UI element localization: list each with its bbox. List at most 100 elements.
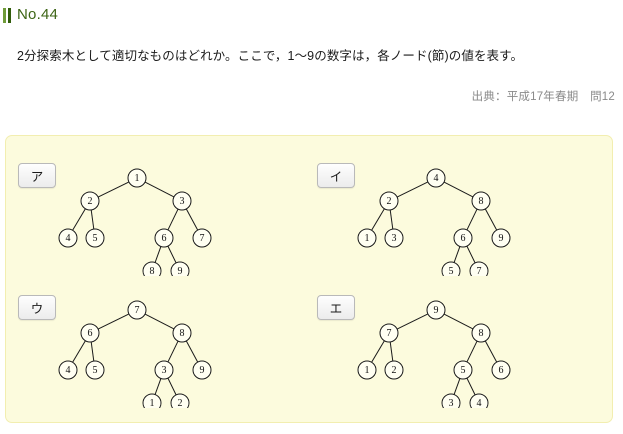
tree-edge (453, 246, 461, 263)
tree-node: 1 (142, 393, 162, 408)
tree-edge (371, 340, 385, 363)
tree-node: 6 (154, 228, 174, 248)
choice-u[interactable]: ウ 7 6 8 4 5 3 9 1 2 (12, 278, 302, 408)
tree-node-value: 5 (93, 233, 98, 244)
tree-edge (144, 181, 175, 198)
tree-node: 1 (357, 360, 377, 380)
tree-node: 3 (441, 393, 461, 408)
tree-node: 7 (469, 261, 489, 276)
tree-edge (167, 340, 179, 363)
tree-edge (443, 313, 474, 330)
tree-node: 2 (80, 191, 100, 211)
tree-node-value: 1 (365, 365, 370, 376)
tree-node: 2 (170, 393, 190, 408)
tree-node: 1 (127, 168, 147, 188)
choice-label-e[interactable]: エ (317, 295, 355, 320)
tree-node-value: 9 (178, 266, 183, 276)
tree-node-value: 7 (387, 328, 392, 339)
tree-node: 3 (384, 228, 404, 248)
tree-edge (97, 313, 130, 330)
tree-edge (466, 377, 476, 396)
tree-node-value: 5 (93, 365, 98, 376)
tree-edge (466, 340, 478, 363)
source-citation: 出典：平成17年春期 問12 (471, 91, 615, 103)
tree-edge (90, 341, 95, 362)
binary-tree-diagram-e: 9 7 8 1 2 5 6 3 4 (357, 300, 511, 408)
tree-node: 2 (384, 360, 404, 380)
tree-node: 4 (426, 168, 446, 188)
tree-node-value: 8 (150, 266, 155, 276)
tree-node: 9 (170, 261, 190, 276)
tree-node: 5 (85, 360, 105, 380)
tree-edge (484, 208, 498, 231)
tree-node-value: 7 (477, 266, 482, 276)
tree-node-value: 2 (88, 196, 93, 207)
tree-node: 8 (172, 323, 192, 343)
tree-edge (389, 341, 394, 362)
tree-node-value: 3 (449, 398, 454, 408)
header-marker-icon (3, 7, 11, 23)
tree-node-value: 1 (135, 173, 140, 184)
tree-edge (185, 208, 199, 231)
tree-node-value: 6 (461, 233, 466, 244)
tree-edge (371, 208, 385, 231)
tree-node: 9 (491, 228, 511, 248)
tree-edge (389, 209, 394, 230)
page-header: No.44 (0, 4, 58, 26)
tree-node: 6 (80, 323, 100, 343)
tree-node-value: 2 (387, 196, 392, 207)
tree-node: 6 (453, 228, 473, 248)
tree-node-value: 5 (449, 266, 454, 276)
tree-node: 9 (192, 360, 212, 380)
tree-node-value: 2 (178, 398, 183, 408)
tree-node-value: 9 (434, 305, 439, 316)
choice-i[interactable]: イ 4 2 8 1 3 6 9 5 7 (311, 146, 601, 276)
tree-node-value: 1 (150, 398, 155, 408)
tree-node-value: 6 (88, 328, 93, 339)
tree-node-value: 8 (479, 328, 484, 339)
question-text: 2分探索木として適切なものはどれか。ここで，1〜9の数字は，各ノード(節)の値を… (17, 49, 524, 63)
tree-edge (396, 313, 429, 330)
tree-node: 3 (154, 360, 174, 380)
tree-node: 5 (85, 228, 105, 248)
tree-node-value: 6 (499, 365, 504, 376)
tree-node-value: 4 (477, 398, 482, 408)
tree-node-value: 2 (392, 365, 397, 376)
tree-node-value: 5 (461, 365, 466, 376)
binary-tree-diagram-u: 7 6 8 4 5 3 9 1 2 (58, 300, 212, 408)
tree-node-value: 3 (392, 233, 397, 244)
tree-edge (466, 208, 478, 231)
tree-node: 8 (142, 261, 162, 276)
tree-edge (167, 208, 179, 231)
choice-e[interactable]: エ 9 7 8 1 2 5 6 3 4 (311, 278, 601, 408)
tree-node: 5 (453, 360, 473, 380)
page-title: No.44 (17, 6, 59, 23)
tree-edge (443, 181, 474, 198)
tree-node: 4 (58, 360, 78, 380)
tree-edge (167, 245, 177, 264)
tree-edge (72, 340, 86, 363)
tree-edge (167, 377, 177, 396)
choice-label-a[interactable]: ア (18, 163, 56, 188)
tree-node-value: 9 (200, 365, 205, 376)
tree-node: 7 (127, 300, 147, 320)
tree-node: 3 (172, 191, 192, 211)
tree-node: 8 (471, 323, 491, 343)
tree-node: 6 (491, 360, 511, 380)
tree-node-value: 9 (499, 233, 504, 244)
tree-node-value: 1 (365, 233, 370, 244)
tree-edge (90, 209, 95, 230)
tree-node-value: 8 (479, 196, 484, 207)
tree-node: 4 (58, 228, 78, 248)
choice-label-i[interactable]: イ (317, 163, 355, 188)
tree-node: 4 (469, 393, 489, 408)
tree-node: 2 (379, 191, 399, 211)
tree-node: 9 (426, 300, 446, 320)
tree-edge (154, 246, 162, 263)
tree-node-value: 4 (66, 233, 71, 244)
choice-label-u[interactable]: ウ (18, 295, 56, 320)
tree-node-value: 3 (180, 196, 185, 207)
